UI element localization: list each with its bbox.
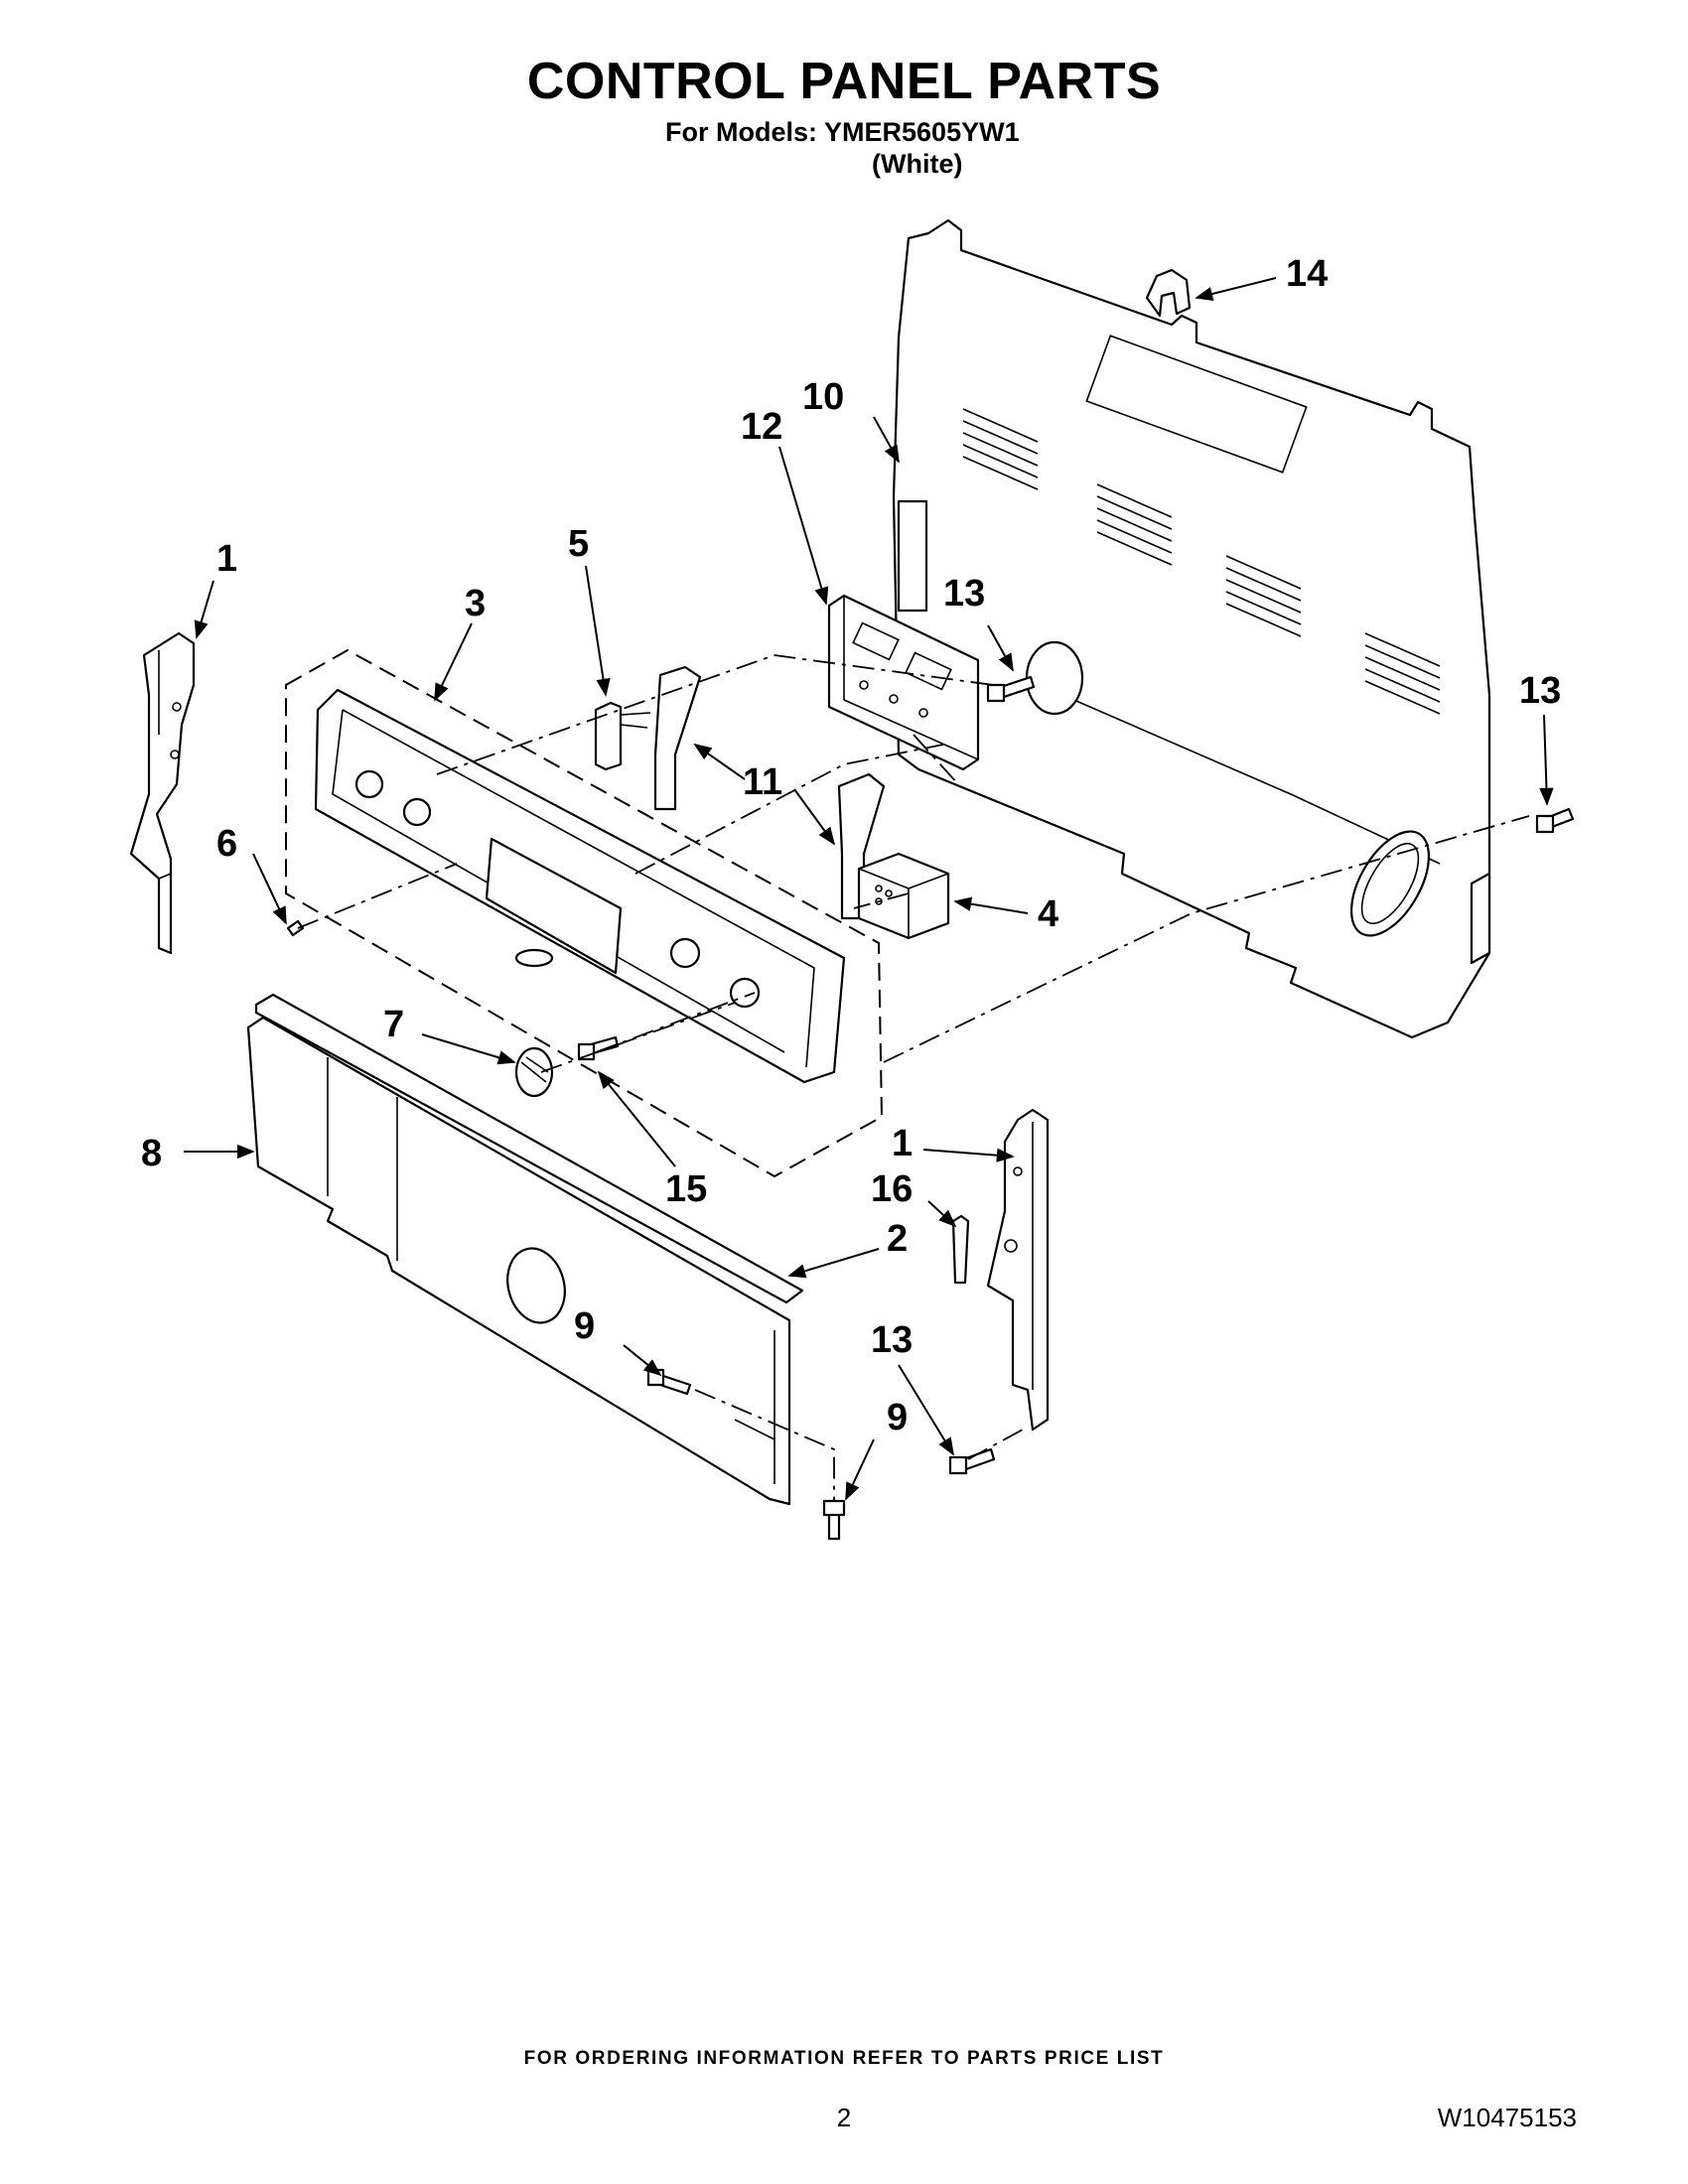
screw-part-13-right — [1535, 807, 1575, 834]
screw-part-13-lower — [948, 1447, 996, 1475]
side-bracket-part-1-right — [986, 1108, 1050, 1432]
wire-harness-part-11-upper — [653, 665, 702, 811]
side-bracket-part-1-left — [129, 631, 196, 955]
control-panel-front — [314, 688, 846, 1084]
callout-leaders — [184, 277, 1554, 1501]
alignment-lines — [297, 654, 1530, 1501]
grommet — [1025, 640, 1084, 716]
page-number: 2 — [836, 2103, 852, 2132]
models-line: For Models: YMER5605YW1 — [665, 117, 1020, 147]
callout-16: 16 — [871, 1168, 913, 1210]
wire-connector-part-5 — [594, 701, 651, 771]
clip-part-14 — [1145, 268, 1192, 318]
ordering-note: FOR ORDERING INFORMATION REFER TO PARTS … — [523, 2048, 1165, 2069]
screw-part-6 — [286, 919, 305, 937]
callout-15: 15 — [665, 1168, 707, 1210]
callout-5: 5 — [568, 523, 589, 565]
screw-part-9-lower — [822, 1499, 846, 1541]
control-panel-assembly-outline — [285, 648, 884, 1178]
callout-1-left: 1 — [216, 538, 237, 580]
rear-console-panel — [892, 218, 1491, 1039]
callout-13-lower: 13 — [871, 1319, 913, 1361]
color-line: (White) — [872, 149, 963, 179]
callout-9-lower: 9 — [887, 1397, 908, 1438]
electronic-control-part-12 — [827, 594, 980, 771]
callout-3: 3 — [465, 583, 486, 624]
knob-part-7 — [514, 1046, 554, 1098]
callout-10: 10 — [802, 376, 844, 418]
callout-14: 14 — [1286, 253, 1328, 295]
callout-6: 6 — [216, 823, 237, 865]
callout-13-upper: 13 — [943, 573, 985, 614]
callout-1-right: 1 — [892, 1123, 913, 1164]
document-number: W10475153 — [1437, 2103, 1577, 2132]
callout-11: 11 — [743, 761, 782, 803]
callout-7: 7 — [383, 1004, 404, 1045]
trim-strip-part-2 — [254, 993, 804, 1304]
page-title: CONTROL PANEL PARTS — [526, 53, 1162, 110]
screw-part-13-upper — [986, 675, 1036, 703]
callout-13-right: 13 — [1519, 670, 1561, 712]
callout-9-upper: 9 — [574, 1305, 595, 1347]
callout-12: 12 — [741, 406, 782, 448]
clip-part-16 — [951, 1214, 970, 1285]
switch-part-4 — [857, 852, 950, 940]
callout-8: 8 — [141, 1133, 162, 1174]
callout-2: 2 — [887, 1218, 908, 1260]
callout-4: 4 — [1038, 893, 1058, 935]
